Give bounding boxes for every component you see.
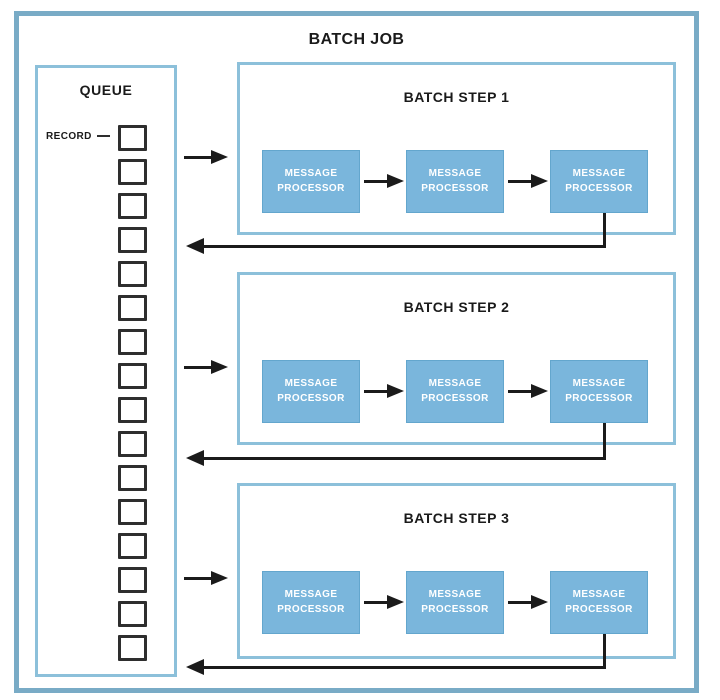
arrowhead-left-icon bbox=[186, 238, 204, 254]
queue-record-box bbox=[118, 533, 147, 559]
arrowhead-right-icon bbox=[211, 571, 228, 585]
arrow-shaft bbox=[508, 179, 531, 183]
arrowhead-right-icon bbox=[531, 174, 548, 188]
step1-flow-arrow-2 bbox=[508, 174, 548, 188]
step2-flow-arrow-1 bbox=[364, 384, 404, 398]
queue-record-box bbox=[118, 397, 147, 423]
batch-step-3-panel: BATCH STEP 3 MESSAGE PROCESSOR MESSAGE P… bbox=[237, 483, 676, 659]
queue-record-box bbox=[118, 431, 147, 457]
record-connector-line bbox=[96, 135, 110, 137]
batch-step-1-panel: BATCH STEP 1 MESSAGE PROCESSOR MESSAGE P… bbox=[237, 62, 676, 235]
step1-message-processor-3: MESSAGE PROCESSOR bbox=[550, 150, 648, 213]
queue-record-box bbox=[118, 125, 147, 151]
step3-message-processor-1: MESSAGE PROCESSOR bbox=[262, 571, 360, 634]
queue-record-box bbox=[118, 499, 147, 525]
batch-step-2-panel: BATCH STEP 2 MESSAGE PROCESSOR MESSAGE P… bbox=[237, 272, 676, 445]
queue-record-box bbox=[118, 193, 147, 219]
return-horizontal-segment bbox=[204, 666, 606, 669]
queue-record-box bbox=[118, 329, 147, 355]
step2-message-processor-3: MESSAGE PROCESSOR bbox=[550, 360, 648, 423]
queue-to-step1-arrow bbox=[184, 150, 228, 164]
queue-record-list bbox=[118, 125, 147, 661]
processor-label: MESSAGE PROCESSOR bbox=[565, 168, 633, 194]
batch-job-title: BATCH JOB bbox=[308, 31, 405, 48]
batch-step-3-title: BATCH STEP 3 bbox=[403, 510, 510, 526]
return-vertical-segment bbox=[603, 423, 606, 459]
return-vertical-segment bbox=[603, 213, 606, 247]
processor-label: MESSAGE PROCESSOR bbox=[421, 168, 489, 194]
queue-record-box bbox=[118, 567, 147, 593]
step3-message-processor-2: MESSAGE PROCESSOR bbox=[406, 571, 504, 634]
processor-label: MESSAGE PROCESSOR bbox=[565, 378, 633, 404]
arrowhead-right-icon bbox=[211, 360, 228, 374]
step3-message-processor-3: MESSAGE PROCESSOR bbox=[550, 571, 648, 634]
queue-record-box bbox=[118, 261, 147, 287]
step1-message-processor-2: MESSAGE PROCESSOR bbox=[406, 150, 504, 213]
arrowhead-right-icon bbox=[211, 150, 228, 164]
arrow-shaft bbox=[364, 389, 387, 393]
batch-step-1-title: BATCH STEP 1 bbox=[403, 89, 510, 105]
arrowhead-right-icon bbox=[531, 384, 548, 398]
step2-flow-arrow-2 bbox=[508, 384, 548, 398]
arrow-shaft bbox=[184, 155, 211, 159]
processor-label: MESSAGE PROCESSOR bbox=[421, 378, 489, 404]
processor-label: MESSAGE PROCESSOR bbox=[565, 589, 633, 615]
batch-step-2-title: BATCH STEP 2 bbox=[403, 299, 510, 315]
queue-record-box bbox=[118, 227, 147, 253]
arrowhead-right-icon bbox=[387, 174, 404, 188]
arrow-shaft bbox=[184, 576, 211, 580]
arrowhead-left-icon bbox=[186, 659, 204, 675]
return-vertical-segment bbox=[603, 634, 606, 668]
record-label: RECORD bbox=[46, 130, 92, 142]
step2-message-processor-2: MESSAGE PROCESSOR bbox=[406, 360, 504, 423]
arrow-shaft bbox=[184, 365, 211, 369]
queue-record-box bbox=[118, 295, 147, 321]
return-horizontal-segment bbox=[204, 457, 606, 460]
queue-record-box bbox=[118, 363, 147, 389]
step1-message-processor-1: MESSAGE PROCESSOR bbox=[262, 150, 360, 213]
arrowhead-left-icon bbox=[186, 450, 204, 466]
arrow-shaft bbox=[508, 389, 531, 393]
arrow-shaft bbox=[364, 600, 387, 604]
return-horizontal-segment bbox=[204, 245, 606, 248]
step3-flow-arrow-2 bbox=[508, 595, 548, 609]
record-row: RECORD bbox=[46, 129, 110, 143]
queue-to-step3-arrow bbox=[184, 571, 228, 585]
queue-record-box bbox=[118, 601, 147, 627]
arrow-shaft bbox=[364, 179, 387, 183]
processor-label: MESSAGE PROCESSOR bbox=[277, 589, 345, 615]
step2-message-processor-1: MESSAGE PROCESSOR bbox=[262, 360, 360, 423]
queue-title: QUEUE bbox=[79, 82, 133, 98]
queue-panel: QUEUE RECORD bbox=[35, 65, 177, 677]
step1-flow-arrow-1 bbox=[364, 174, 404, 188]
queue-record-box bbox=[118, 465, 147, 491]
processor-label: MESSAGE PROCESSOR bbox=[277, 378, 345, 404]
queue-record-box bbox=[118, 159, 147, 185]
step3-flow-arrow-1 bbox=[364, 595, 404, 609]
processor-label: MESSAGE PROCESSOR bbox=[277, 168, 345, 194]
queue-record-box bbox=[118, 635, 147, 661]
arrowhead-right-icon bbox=[387, 595, 404, 609]
arrowhead-right-icon bbox=[531, 595, 548, 609]
queue-to-step2-arrow bbox=[184, 360, 228, 374]
arrow-shaft bbox=[508, 600, 531, 604]
processor-label: MESSAGE PROCESSOR bbox=[421, 589, 489, 615]
arrowhead-right-icon bbox=[387, 384, 404, 398]
